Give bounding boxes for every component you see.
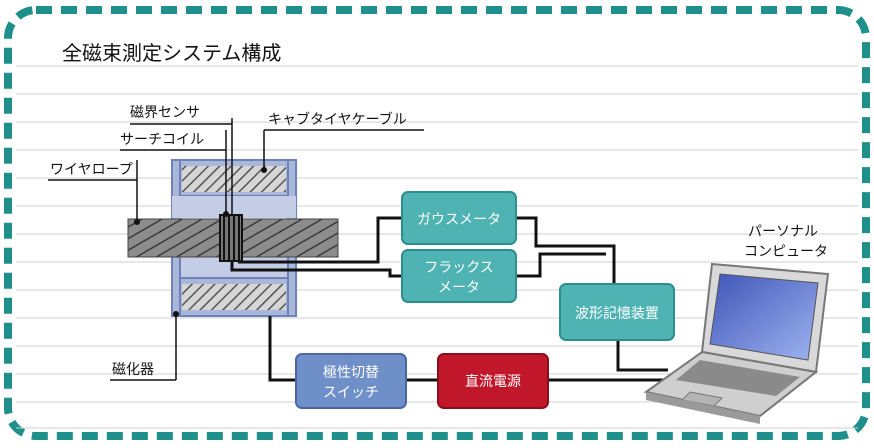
laptop-icon [643, 262, 830, 424]
gauss-meter-label: ガウスメータ [417, 212, 501, 228]
flux-meter-box: フラックス メータ [401, 249, 517, 303]
polarity-switch-label-2: スイッチ [323, 385, 379, 401]
label-search-coil: サーチコイル [120, 132, 204, 148]
label-magnetic-sensor: 磁界センサ [130, 105, 200, 121]
waveform-recorder-box: 波形記憶装置 [559, 283, 675, 341]
polarity-switch-box: 極性切替 スイッチ [295, 353, 407, 409]
magnetizer-lower [171, 255, 297, 317]
dc-power-label: 直流電源 [465, 373, 521, 390]
wiring [230, 216, 668, 382]
pc-label-2: コンピュータ [744, 244, 828, 260]
gauss-meter-box: ガウスメータ [401, 191, 517, 245]
diagram-title: 全磁束測定システム構成 [62, 41, 281, 65]
waveform-recorder-label: 波形記憶装置 [575, 305, 659, 322]
label-wire-rope: ワイヤロープ [50, 162, 133, 178]
label-magnetizer: 磁化器 [112, 362, 154, 378]
dc-power-box: 直流電源 [437, 353, 549, 409]
leader-lines [48, 118, 424, 381]
pc-label-1: パーソナル [748, 224, 818, 240]
polarity-switch-label-1: 極性切替 [323, 365, 379, 381]
flux-meter-label-1: フラックス [424, 260, 494, 276]
search-coil [219, 214, 243, 262]
flux-meter-label-2: メータ [438, 280, 480, 296]
label-cabtire-cable: キャブタイヤケーブル [268, 111, 407, 128]
magnetizer-upper [171, 159, 297, 221]
